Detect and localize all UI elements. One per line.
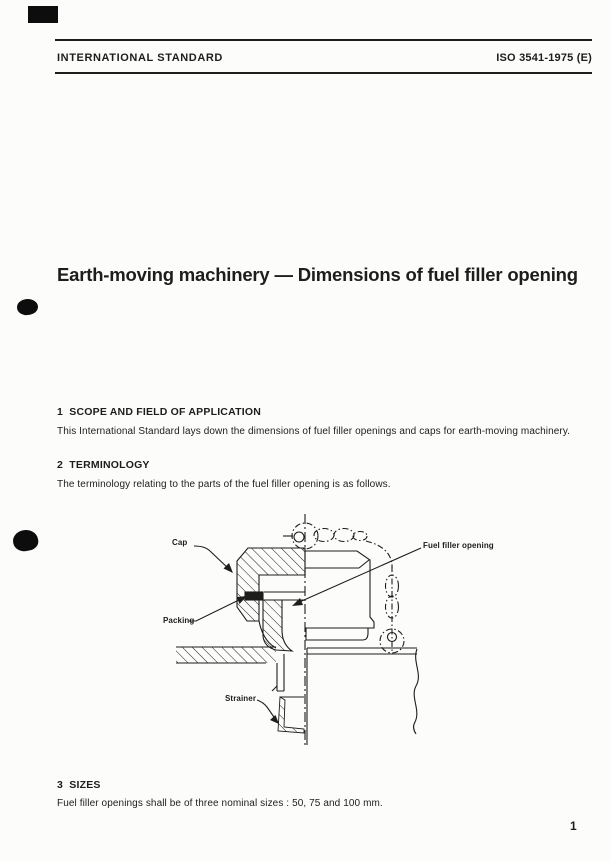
chain-link-small — [293, 531, 305, 543]
scan-ink-blob — [11, 527, 40, 554]
section-1-heading: 1 SCOPE AND FIELD OF APPLICATION — [57, 406, 261, 418]
section-3-heading: 3 SIZES — [57, 779, 101, 791]
neck-cross-section — [262, 599, 294, 652]
section-1-body: This International Standard lays down th… — [57, 426, 571, 437]
tank-block — [306, 647, 419, 745]
header-right-text: ISO 3541-1975 (E) — [496, 52, 592, 64]
header-rule-top — [55, 39, 592, 41]
header-left-text: INTERNATIONAL STANDARD — [57, 52, 223, 64]
scan-corner-mark — [28, 6, 58, 23]
label-cap: Cap — [172, 538, 188, 547]
leader-lines — [189, 545, 422, 721]
tank-wall-lines — [176, 646, 276, 664]
packing-seal — [244, 591, 264, 601]
tank-wall-hatch — [176, 647, 276, 663]
section-2-heading: 2 TERMINOLOGY — [57, 459, 150, 471]
strainer-cup — [277, 696, 305, 734]
scan-ink-blob — [16, 297, 39, 317]
figure-diagram-svg — [176, 514, 422, 748]
chain-link-small — [386, 631, 398, 643]
page-title: Earth-moving machinery — Dimensions of f… — [57, 264, 578, 285]
section-2-body: The terminology relating to the parts of… — [57, 479, 391, 490]
leader-arrowheads — [223, 563, 303, 724]
page-number: 1 — [570, 819, 577, 833]
cap-outline — [305, 550, 375, 641]
chain — [291, 522, 405, 654]
section-3-body: Fuel filler openings shall be of three n… — [57, 798, 383, 809]
cap-cross-section — [236, 547, 306, 622]
label-packing: Packing — [163, 616, 195, 625]
header-rule-bottom — [55, 72, 592, 74]
figure-fuel-filler-diagram: Cap Fuel filler opening Packing Strainer — [150, 505, 510, 765]
label-strainer: Strainer — [225, 694, 257, 703]
label-fuel-filler-opening: Fuel filler opening — [423, 541, 494, 550]
filler-tube — [271, 654, 285, 692]
packing-seat-lines — [264, 591, 305, 601]
